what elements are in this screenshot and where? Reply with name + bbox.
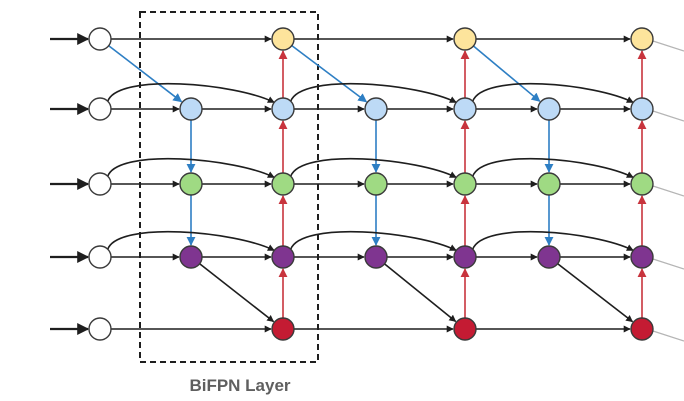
bifpn-layer-box	[139, 11, 319, 363]
output-node-b2-r0	[630, 27, 654, 51]
output-node-b0-r0	[271, 27, 295, 51]
block0-skip-edge-row1	[106, 82, 275, 104]
output-node-b0-r1	[271, 97, 295, 121]
input-node-4	[88, 317, 112, 341]
block1-skip-edge-row2	[289, 157, 457, 179]
block1-skip-edge-row3	[289, 230, 457, 252]
block0-topdown-edge-0	[108, 45, 183, 103]
output-node-b2-r1	[630, 97, 654, 121]
block2-skip-edge-row1	[471, 82, 634, 104]
output-node-b2-r3	[630, 245, 654, 269]
trailing-edge-4	[652, 330, 684, 342]
intermediate-node-b2-r3	[537, 245, 561, 269]
trailing-edge-3	[652, 258, 684, 270]
trailing-edge-1	[652, 110, 684, 122]
input-node-1	[88, 97, 112, 121]
intermediate-node-b0-r3	[179, 245, 203, 269]
input-node-2	[88, 172, 112, 196]
intermediate-node-b2-r2	[537, 172, 561, 196]
bifpn-layer-label: BiFPN Layer	[189, 376, 291, 395]
output-node-b0-r3	[271, 245, 295, 269]
intermediate-node-b0-r1	[179, 97, 203, 121]
input-node-0	[88, 27, 112, 51]
block1-diag-mid-to-out-bottom	[384, 263, 457, 323]
output-node-b0-r4	[271, 317, 295, 341]
block0-skip-edge-row3	[106, 230, 275, 252]
block2-skip-edge-row3	[471, 230, 634, 252]
output-node-b1-r2	[453, 172, 477, 196]
trailing-edge-2	[652, 185, 684, 197]
input-node-3	[88, 245, 112, 269]
block2-diag-mid-to-out-bottom	[557, 263, 634, 323]
output-node-b0-r2	[271, 172, 295, 196]
output-node-b1-r3	[453, 245, 477, 269]
output-node-b1-r4	[453, 317, 477, 341]
block2-skip-edge-row2	[471, 157, 634, 179]
intermediate-node-b1-r1	[364, 97, 388, 121]
output-node-b1-r1	[453, 97, 477, 121]
block1-skip-edge-row1	[289, 82, 457, 104]
output-node-b1-r0	[453, 27, 477, 51]
intermediate-node-b1-r3	[364, 245, 388, 269]
nodes-group	[88, 27, 654, 341]
intermediate-node-b1-r2	[364, 172, 388, 196]
block1-topdown-edge-0	[291, 44, 368, 103]
block2-topdown-edge-0	[472, 45, 541, 102]
block0-diag-mid-to-out-bottom	[199, 263, 275, 323]
intermediate-node-b0-r2	[179, 172, 203, 196]
output-node-b2-r4	[630, 317, 654, 341]
intermediate-node-b2-r1	[537, 97, 561, 121]
edges-group	[50, 33, 684, 342]
output-node-b2-r2	[630, 172, 654, 196]
block0-skip-edge-row2	[106, 157, 275, 179]
trailing-edge-0	[652, 40, 684, 52]
